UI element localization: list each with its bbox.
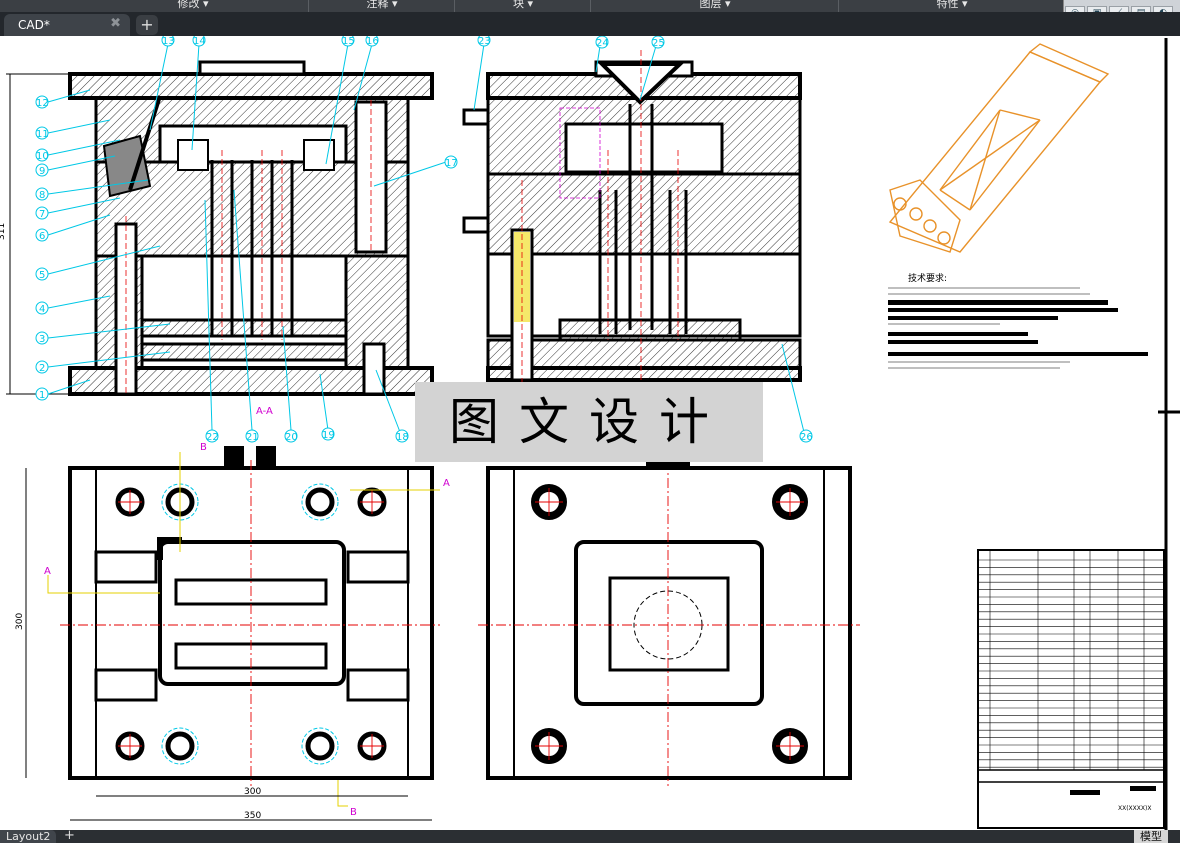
layout-tab[interactable]: Layout2 xyxy=(0,830,57,843)
ribbon-group-label: 特性 xyxy=(936,0,959,10)
balloon-label: 11 xyxy=(36,129,49,140)
balloon-13: 13 xyxy=(149,33,175,131)
balloon-18: 18 xyxy=(375,369,409,443)
dim-width-outer: 350 xyxy=(244,811,261,821)
new-tab-button[interactable]: + xyxy=(136,15,158,35)
balloon-label: 20 xyxy=(285,432,298,443)
balloon-label: 13 xyxy=(162,36,175,47)
balloon-label: 19 xyxy=(322,430,335,441)
balloon-9: 9 xyxy=(35,155,116,177)
tech-requirements: 技术要求: xyxy=(888,272,1148,369)
section-letter-a-left: A xyxy=(44,566,51,577)
balloon-26: 26 xyxy=(781,343,813,443)
balloon-label: 15 xyxy=(342,36,355,47)
balloon-label: 10 xyxy=(36,151,49,162)
ribbon-panel: 修改 ▾ 注释 ▾ 块 ▾ 图层 ▾ 特性 ▾ ◎▣⟋▤◐ xyxy=(0,0,1180,20)
ribbon-group-label: 块 xyxy=(512,0,524,10)
balloon-8: 8 xyxy=(35,179,149,201)
balloon-label: 18 xyxy=(396,432,409,443)
balloon-10: 10 xyxy=(35,139,121,162)
balloon-23: 23 xyxy=(473,33,491,111)
section-view-left: 311 A-A xyxy=(0,60,434,417)
iso-part-view xyxy=(888,43,1110,253)
balloon-6: 6 xyxy=(35,214,111,242)
balloon-label: 16 xyxy=(366,36,379,47)
drawing-frame xyxy=(1158,38,1180,830)
balloon-16: 16 xyxy=(353,33,379,111)
balloon-11: 11 xyxy=(35,119,111,140)
balloon-label: 14 xyxy=(193,36,206,47)
part-balloons-left: 13 14 15 16 12 11 10 9 8 7 6 5 4 3 2 1 1… xyxy=(35,33,458,443)
balloon-label: 4 xyxy=(39,304,45,315)
dim-height-bottom: 300 xyxy=(15,613,25,630)
ribbon-group-layers[interactable]: 图层 ▾ xyxy=(592,0,839,12)
balloon-7: 7 xyxy=(35,197,121,220)
section-letter-b-top: B xyxy=(200,442,207,453)
balloon-label: 3 xyxy=(39,334,45,345)
document-tab[interactable]: CAD* ✖ xyxy=(4,14,130,36)
balloon-25: 25 xyxy=(639,35,665,101)
balloon-label: 5 xyxy=(39,270,45,281)
section-label: A-A xyxy=(256,406,273,417)
add-layout-button[interactable]: + xyxy=(64,828,75,843)
layout-tab-bar: Layout2 + 模型 xyxy=(0,828,1180,843)
balloon-label: 17 xyxy=(445,158,458,169)
balloon-20: 20 xyxy=(282,325,298,443)
ribbon-group-label: 修改 xyxy=(177,0,200,10)
balloon-label: 26 xyxy=(800,432,813,443)
ribbon-group-modify[interactable]: 修改 ▾ xyxy=(78,0,309,12)
parts-list-table: XX(XXXX)X xyxy=(977,549,1165,829)
ribbon-group-block[interactable]: 块 ▾ xyxy=(456,0,591,12)
balloon-label: 2 xyxy=(39,363,45,374)
section-view-right xyxy=(462,50,802,384)
dim-height-top: 311 xyxy=(0,223,7,240)
balloon-label: 12 xyxy=(36,98,49,109)
balloon-12: 12 xyxy=(35,89,91,109)
close-tab-icon[interactable]: ✖ xyxy=(110,16,121,31)
plan-view-left: B A A B 300 300 350 xyxy=(15,442,450,821)
balloon-label: 25 xyxy=(652,38,665,49)
balloon-label: 6 xyxy=(39,231,45,242)
ribbon-group-label: 图层 xyxy=(699,0,722,10)
file-tab-bar: CAD* ✖ + xyxy=(0,12,1180,36)
balloon-2: 2 xyxy=(35,351,171,374)
balloon-label: 23 xyxy=(478,36,491,47)
ribbon-group-properties[interactable]: 特性 ▾ xyxy=(840,0,1065,12)
document-tab-title: CAD* xyxy=(18,18,50,32)
balloon-label: 21 xyxy=(246,432,259,443)
balloon-label: 24 xyxy=(596,38,609,49)
drawing-number: XX(XXXX)X xyxy=(1118,805,1151,812)
balloon-21: 21 xyxy=(233,189,259,443)
tech-requirements-title: 技术要求: xyxy=(908,272,947,284)
balloon-24: 24 xyxy=(595,35,609,73)
plan-view-right xyxy=(478,460,860,786)
balloon-5: 5 xyxy=(35,245,161,281)
balloon-label: 8 xyxy=(39,190,45,201)
balloon-label: 1 xyxy=(39,390,45,401)
cad-drawing: 311 A-A 13 14 15 16 12 11 10 9 8 7 6 5 4… xyxy=(0,33,1180,830)
balloon-label: 7 xyxy=(39,209,45,220)
balloon-1: 1 xyxy=(35,379,91,401)
balloon-label: 9 xyxy=(39,166,45,177)
balloon-17: 17 xyxy=(373,155,458,187)
ribbon-group-annotate[interactable]: 注释 ▾ xyxy=(310,0,455,12)
balloon-22: 22 xyxy=(204,199,219,443)
balloon-4: 4 xyxy=(35,295,111,315)
part-balloons-right: 23 24 25 26 xyxy=(473,33,813,443)
model-space-button[interactable]: 模型 xyxy=(1134,830,1168,843)
balloon-19: 19 xyxy=(319,373,335,441)
dim-width-inner: 300 xyxy=(244,787,261,797)
balloon-3: 3 xyxy=(35,323,171,345)
watermark-banner: 图文设计 xyxy=(415,382,763,462)
balloon-label: 22 xyxy=(206,432,219,443)
ribbon-group-label: 注释 xyxy=(366,0,389,10)
section-letter-a-right: A xyxy=(443,478,450,489)
section-letter-b-bottom: B xyxy=(350,807,357,818)
